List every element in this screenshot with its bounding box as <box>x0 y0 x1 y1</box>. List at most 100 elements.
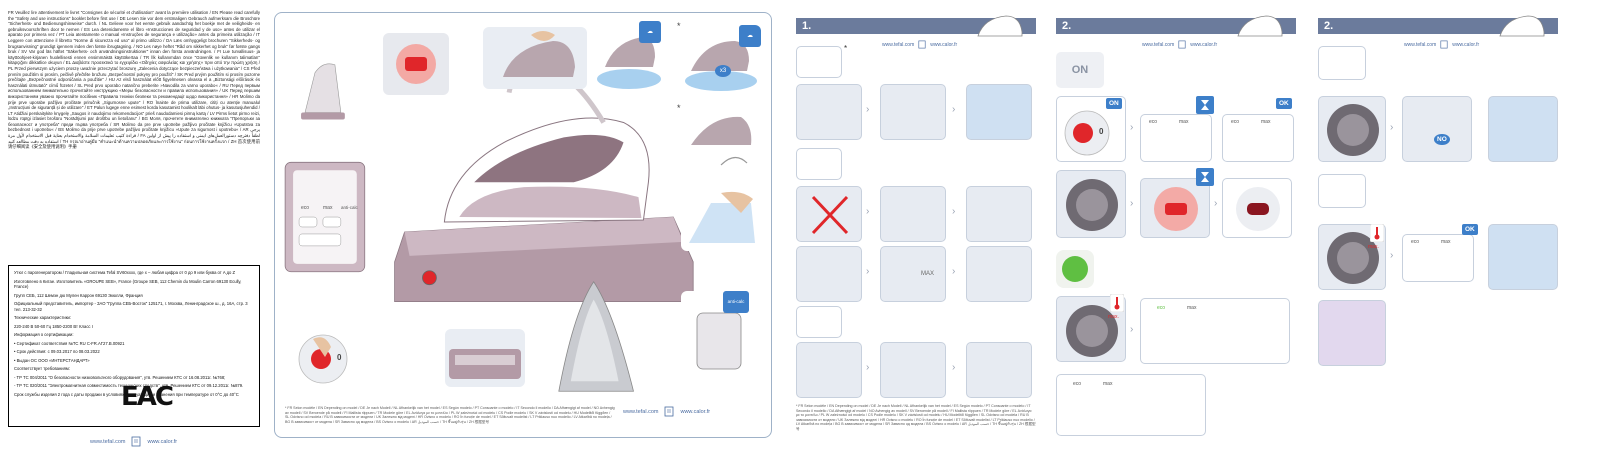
arrow-right-icon: › <box>866 362 870 373</box>
book-icon <box>1440 40 1448 49</box>
arrow-right-icon: › <box>1130 122 1134 133</box>
anti-calc-tank-thumbnail: anti-calc <box>681 291 761 377</box>
arrow-right-icon: › <box>1130 324 1134 335</box>
ok-chip: OK <box>1462 224 1478 235</box>
arrow-right-icon: › <box>1130 198 1134 209</box>
ru-line: Утюг с парогенератором / Гладильная сист… <box>14 270 236 275</box>
soleplate-icon <box>558 281 634 392</box>
panel-footer-urls: www.tefal.com www.calor.fr <box>623 406 710 417</box>
eac-certification-mark: EAC <box>121 382 174 412</box>
product-illustration <box>284 63 694 392</box>
ru-line: Официальный представитель, импортер - ЗА… <box>14 301 248 312</box>
calor-url-link[interactable]: www.calor.fr <box>680 408 711 415</box>
tefal-url-link[interactable]: www.tefal.com <box>90 438 126 445</box>
iron-icon-tile <box>1318 174 1366 208</box>
hourglass-icon <box>1196 168 1214 186</box>
vertical-steam-thumbnail <box>681 105 761 173</box>
arrow-right-icon: › <box>866 104 870 115</box>
step-1-image-1 <box>796 84 862 140</box>
russian-certification-box: Утюг с парогенератором / Гладильная сист… <box>8 265 260 427</box>
heating-panel-image: eco max <box>1140 114 1212 162</box>
step-1-urls: www.tefal.com www.calor.fr <box>882 40 957 49</box>
base-detail-thumbnail <box>445 329 525 387</box>
model-variation-note: * FR Selon modèle / EN Depending on mode… <box>796 404 1036 431</box>
tefal-url-link[interactable]: www.tefal.com <box>882 41 915 48</box>
book-icon <box>1178 40 1186 49</box>
arrow-right-icon: › <box>952 362 956 373</box>
ironing-image <box>1488 96 1558 162</box>
ru-line: Технические характеристики: <box>14 315 72 320</box>
steam-icon: ☁ <box>639 21 661 43</box>
max-label: max <box>1441 239 1451 245</box>
max-mode-image: eco max <box>1056 374 1206 436</box>
ru-line: Групп СЕБ, 112 Шемэн дю Мулен Каррон 691… <box>14 292 143 298</box>
dial-image <box>1056 170 1126 238</box>
ru-line: • Выдан ОС ООО «ИНТЕРСТАНДАРТ» <box>14 357 90 363</box>
tefal-url-link[interactable]: www.tefal.com <box>1142 41 1175 48</box>
iron-no-image <box>1402 96 1472 162</box>
max-label: max <box>1261 119 1271 125</box>
ru-line: Изготовлено в Китае. Изготовитель «GROUP… <box>14 278 242 290</box>
arrow-right-icon: › <box>1390 250 1394 261</box>
model-variation-note: * FR Selon modèle / EN Depending on mode… <box>285 406 615 424</box>
tefal-url-link[interactable]: www.tefal.com <box>1404 41 1437 48</box>
steam-ironing-image <box>1488 224 1558 290</box>
step-1-header: 1. <box>796 18 1036 34</box>
eco-label: eco <box>1157 305 1166 311</box>
anti-calc-control-label: anti-calc <box>341 205 358 210</box>
steam-boost-icon: ☁ <box>739 25 761 47</box>
switch-off-label: 0 <box>1099 127 1104 136</box>
station-ready-image <box>966 342 1032 398</box>
book-icon <box>132 436 141 447</box>
ru-line: - ТР ТС 004/2011 "О безопасности низково… <box>14 374 226 380</box>
iron-icon-tile <box>1318 46 1366 80</box>
max-temp-label: max. <box>1108 314 1119 320</box>
asterisk-mark: * <box>677 103 681 113</box>
steam-station-icon <box>284 64 694 303</box>
calor-url-link[interactable]: www.calor.fr <box>147 438 178 445</box>
step-1-image-3 <box>966 84 1032 140</box>
step-2a-header: 2. <box>1056 18 1296 34</box>
ru-line: • Срок действия: с 09.03.2017 по 08.03.2… <box>14 349 100 354</box>
calor-url-link[interactable]: www.calor.fr <box>1190 41 1218 48</box>
product-overview-panel: ☁ ☁ x3 * * anti-calc 0 eco max anti-calc… <box>274 12 772 438</box>
step-1-panel: 1. www.tefal.com www.calor.fr * › › › › … <box>796 15 1036 438</box>
red-light-image <box>1140 178 1210 238</box>
iron-icon <box>1237 15 1283 37</box>
tefal-url-link[interactable]: www.tefal.com <box>623 408 659 415</box>
ru-line: Информация о сертификации: <box>14 332 74 337</box>
arrow-right-icon: › <box>1390 122 1394 133</box>
step-2b-panel: 2. www.tefal.com www.calor.fr › NO max. … <box>1318 15 1558 438</box>
arrow-right-icon: › <box>952 206 956 217</box>
safety-notice-text: FR Veuillez lire attentivement le livret… <box>8 10 260 150</box>
max-label: max <box>1187 305 1197 311</box>
calor-url-link[interactable]: www.calor.fr <box>930 41 958 48</box>
eco-label: eco <box>1149 119 1158 125</box>
left-info-column: FR Veuillez lire attentivement le livret… <box>8 10 260 456</box>
arrow-right-icon: › <box>866 206 870 217</box>
left-footer-urls: www.tefal.com www.calor.fr <box>90 436 177 447</box>
max-dial-image <box>1318 224 1386 290</box>
steam-burst-thumbnail: ☁ <box>593 21 665 93</box>
iron-icon-tile <box>796 46 842 78</box>
iron-cleaning-thumbnail <box>483 27 587 89</box>
plug-tile <box>796 306 842 338</box>
step-2b-header: 2. <box>1318 18 1558 34</box>
no-tap-water-image <box>796 186 862 242</box>
water-fill-thumbnail <box>681 183 761 251</box>
eco-label: eco <box>1411 239 1420 245</box>
eco-circle-icon <box>1062 256 1088 282</box>
step-1-image-2 <box>880 84 946 140</box>
book-icon <box>665 406 674 417</box>
tap-water-image <box>880 186 946 242</box>
eco-label: eco <box>1073 381 1082 387</box>
ru-line: Срок службы изделия 2 года с даты продаж… <box>14 391 239 397</box>
iron-icon <box>1499 15 1545 37</box>
arrow-right-icon: › <box>952 266 956 277</box>
ru-line: 220-240 В 50-60 Гц 1850-2200 Вт Класс I <box>14 323 93 329</box>
step-2a-urls: www.tefal.com www.calor.fr <box>1142 40 1217 49</box>
x3-badge: x3 <box>715 65 731 77</box>
ok-chip: OK <box>1276 98 1292 109</box>
anti-calc-icon: anti-calc <box>723 291 749 313</box>
calor-url-link[interactable]: www.calor.fr <box>1452 41 1480 48</box>
